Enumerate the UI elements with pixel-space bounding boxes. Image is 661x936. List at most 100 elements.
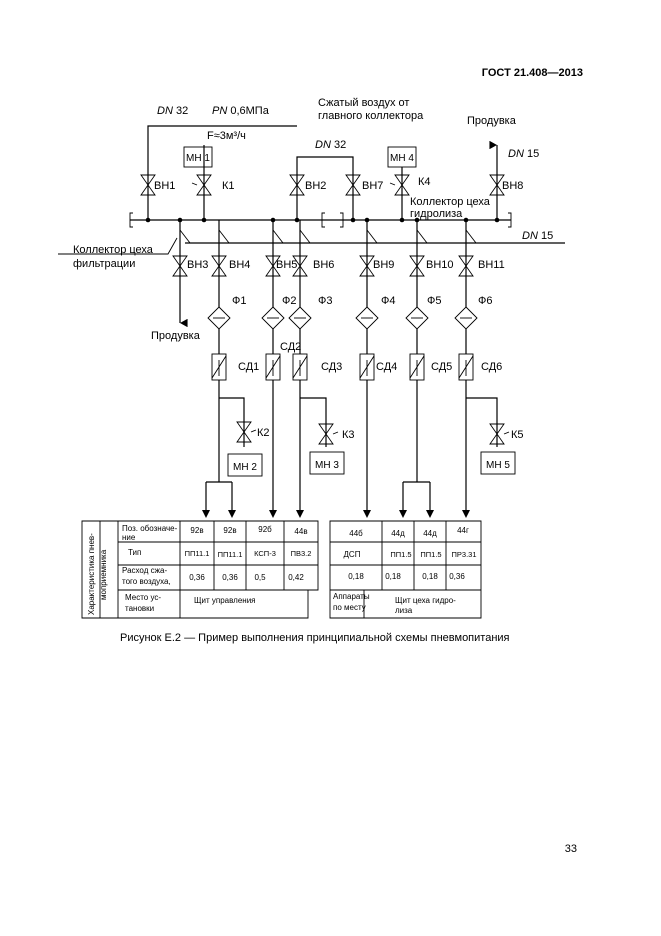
- cell-right-pos-4: 44г: [457, 526, 469, 535]
- gauge-mn3-label: МН 3: [315, 460, 339, 471]
- cell-right-type-2: ПП1.5: [390, 550, 411, 559]
- reducer-sd6-symbol: [458, 353, 474, 381]
- row-label-place: Место ус-: [125, 593, 161, 602]
- cell-left-flow-4: 0,42: [288, 573, 304, 582]
- cell-left-pos-4: 44в: [294, 527, 307, 536]
- table-side-label: Характеристика пнев-: [87, 533, 96, 615]
- cell-left-flow-1: 0,36: [189, 573, 205, 582]
- cell-right-pos-2: 44д: [391, 529, 405, 538]
- cell-left-place: Щит управления: [194, 596, 256, 605]
- valve-vn6-symbol: [292, 255, 308, 277]
- row-label-position-2: ние: [122, 533, 136, 542]
- reducer-sd2-label: СД2: [280, 341, 301, 353]
- reducer-sd1-label: СД1: [238, 361, 259, 373]
- valve-vn11-symbol: [458, 255, 474, 277]
- cell-right-place-b: Щит цеха гидро-: [395, 596, 456, 605]
- leader-filtration: [58, 237, 178, 255]
- reducer-sd5-symbol: [409, 353, 425, 381]
- valve-k3-label: К3: [342, 429, 355, 441]
- cell-right-place-b-2: лиза: [395, 606, 413, 615]
- reducer-sd4-label: СД4: [376, 361, 397, 373]
- cell-right-type-1: ДСП: [344, 550, 361, 559]
- valve-vn1-symbol: [140, 174, 156, 196]
- row-label-position: Поз. обозначе-: [122, 524, 178, 533]
- supply-source-line1: Сжатый воздух от: [318, 97, 409, 109]
- valve-k5-symbol: [489, 423, 510, 445]
- purge-right-dn: DN 15: [508, 148, 539, 160]
- reducer-sd6-label: СД6: [481, 361, 502, 373]
- gauge-mn1: [183, 146, 213, 168]
- consumer-lines: [205, 380, 467, 515]
- cell-right-type-3: ПП1.5: [420, 550, 441, 559]
- gauge-mn2-label: МН 2: [233, 462, 257, 473]
- table-right-grid: [329, 520, 482, 619]
- cell-right-place-a: Аппараты: [333, 592, 370, 601]
- consumer-table: Характеристика пнев- моприемника Поз. об…: [81, 520, 482, 619]
- supply-flow: F≈3м³/ч: [207, 130, 246, 142]
- filter-f4-label: Ф4: [381, 295, 395, 307]
- cell-right-pos-3: 44д: [423, 529, 437, 538]
- cell-left-flow-3: 0,5: [254, 573, 266, 582]
- valve-vn2-symbol: [289, 174, 305, 196]
- cell-right-flow-1: 0,18: [348, 572, 364, 581]
- cell-left-type-2: ПП11.1: [218, 550, 243, 559]
- valve-vn2-label: ВН2: [305, 180, 326, 192]
- reducer-sd5-label: СД5: [431, 361, 452, 373]
- table-left-grid: [81, 520, 319, 619]
- collector-hydrolysis-line1: Коллектор цеха: [410, 196, 491, 208]
- cell-left-type-3: КСП-3: [254, 549, 276, 558]
- valve-vn4-label: ВН4: [229, 259, 250, 271]
- cell-right-pos-1: 44б: [349, 529, 363, 538]
- valve-vn3-label: ВН3: [187, 259, 208, 271]
- valve-k4-label: К4: [418, 176, 431, 188]
- valve-k5-label: К5: [511, 429, 524, 441]
- valve-k4-symbol: [389, 174, 410, 196]
- valve-vn10-label: ВН10: [426, 259, 454, 271]
- valve-k3-symbol: [318, 423, 339, 445]
- cell-left-type-4: ПВ3.2: [291, 549, 312, 558]
- valve-k1-label: К1: [222, 180, 235, 192]
- reducer-sd3-symbol: [292, 353, 308, 381]
- cell-right-flow-4: 0,36: [449, 572, 465, 581]
- valve-vn10-symbol: [409, 255, 425, 277]
- valve-vn6-label: ВН6: [313, 259, 334, 271]
- gauge-mn4-label: МН 4: [390, 153, 414, 164]
- gauge-mn5: [480, 451, 516, 475]
- filter-reducer-links: [218, 329, 467, 354]
- table-side-label-2: моприемника: [99, 549, 108, 600]
- valve-vn8-symbol: [489, 174, 505, 196]
- reducer-sd1-symbol: [211, 353, 227, 381]
- filter-f4-symbol: [355, 306, 379, 330]
- cell-left-pos-3: 92б: [258, 525, 272, 534]
- gauge-mn3: [309, 451, 345, 475]
- filter-f6-symbol: [454, 306, 478, 330]
- valve-vn7-symbol: [345, 174, 361, 196]
- cell-left-pos-2: 92в: [223, 526, 236, 535]
- cell-left-type-1: ПП11.1: [185, 549, 210, 558]
- reducer-sd4-symbol: [359, 353, 375, 381]
- row-label-flow: Расход сжа-: [122, 566, 167, 575]
- collector-hydrolysis-line2: гидролиза: [410, 208, 463, 220]
- filter-f3-label: Ф3: [318, 295, 332, 307]
- page-number: 33: [565, 843, 577, 855]
- valve-k1-symbol: [191, 174, 212, 196]
- valve-k2-symbol: [236, 421, 257, 443]
- filter-f5-label: Ф5: [427, 295, 441, 307]
- valve-vn3-symbol: [172, 255, 188, 277]
- collector-cap-1: [321, 212, 325, 228]
- filter-f3-symbol: [288, 306, 312, 330]
- valve-vn5-label: ВН5: [276, 259, 297, 271]
- supply-pipe: [147, 125, 297, 220]
- valve-vn5-symbol: [265, 255, 281, 277]
- standard-number: ГОСТ 21.408—2013: [482, 67, 583, 79]
- valve-vn9-label: ВН9: [373, 259, 394, 271]
- filter-f1-label: Ф1: [232, 295, 246, 307]
- purge-left-label: Продувка: [151, 330, 201, 342]
- filter-f5-symbol: [405, 306, 429, 330]
- supply-dn: DN 32: [157, 105, 188, 117]
- collector-cap-2: [340, 212, 344, 228]
- collector-right-end: [508, 212, 512, 228]
- branch-k2: [219, 397, 245, 447]
- row-label-flow-2: того воздуха,: [122, 577, 171, 586]
- cell-right-flow-2: 0,18: [385, 572, 401, 581]
